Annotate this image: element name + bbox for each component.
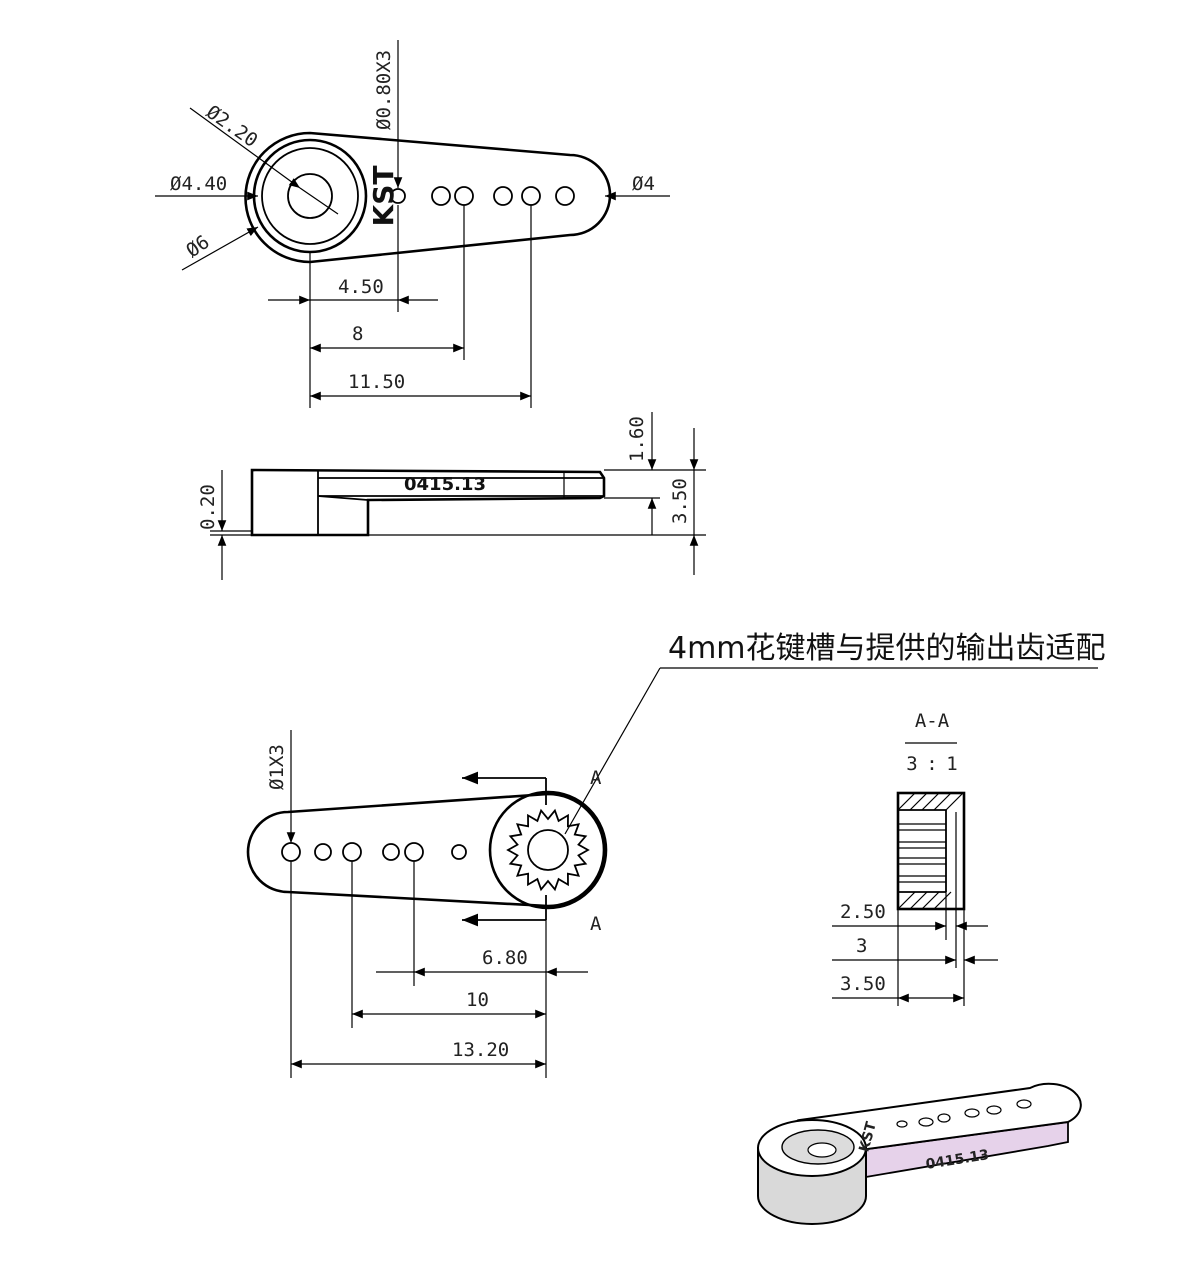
section-label-top: A [590,767,602,789]
bottom-hole-4 [382,843,400,861]
section-title: A-A [915,710,950,732]
dim-dia-4: Ø4 [632,173,655,195]
leader-dia-6 [181,226,259,271]
dim-dia-6: Ø6 [182,231,213,262]
dim-3: 3 [856,935,867,957]
section-hatch-top [897,792,964,811]
iso-brand-text: KST [856,1120,879,1154]
bottom-hole-2 [314,843,332,861]
iso-hole-4 [964,1108,980,1118]
bottom-hole-3 [342,842,362,862]
top-hole-5 [521,186,541,206]
leader-dia-2-20-b [299,187,339,215]
section-label-bottom: A [590,913,602,935]
bottom-spline [506,808,590,892]
dim-dia-4-40: Ø4.40 [170,173,227,195]
side-chamfer [317,495,369,501]
top-hole-2 [431,186,451,206]
bottom-hub-bore [527,829,569,871]
dim-0-20: 0.20 [197,484,219,530]
bottom-arm-outline [246,792,606,908]
top-hole-3 [454,186,474,206]
iso-hole-3 [937,1113,951,1123]
section-scale-sep: : [926,753,937,775]
bottom-hub-outer [488,790,608,910]
dim-6-80: 6.80 [482,947,528,969]
dim-3-50-sec: 3.50 [840,973,886,995]
dim-8: 8 [352,323,363,345]
side-outline [250,468,606,537]
iso-hole-5 [986,1105,1002,1115]
section-scale-left: 3 [906,753,917,775]
bottom-hole-5 [404,842,424,862]
section-hatch-bottom [897,891,952,910]
bottom-view: 4mm花键槽与提供的输出齿适配 A A Ø1X3 6.80 [246,631,1106,1078]
top-hub-outer [252,138,368,254]
iso-hole-6 [1016,1099,1032,1109]
side-part-number: 0415.13 [404,474,486,495]
dim-4-50: 4.50 [338,276,384,298]
iso-hole-1 [896,1120,908,1128]
side-view: 0415.13 0.20 1.60 3.50 [197,412,706,580]
dim-13-20: 13.20 [452,1039,509,1061]
dim-3-50-side: 3.50 [669,478,691,524]
bottom-hole-6 [451,844,467,860]
section-view: A-A 3 : 1 [832,710,998,1006]
dim-2-50: 2.50 [840,901,886,923]
top-hole-4 [493,186,513,206]
spline-note: 4mm花键槽与提供的输出齿适配 [668,631,1106,666]
iso-hole-2 [918,1117,934,1127]
top-hole-1 [390,188,406,204]
top-hole-6 [555,186,575,206]
dim-dia-1x3: Ø1X3 [266,744,288,790]
section-scale-right: 1 [946,753,957,775]
leader-dia-2-20 [189,107,301,189]
iso-hub-bore [807,1142,837,1158]
section-spline-ribs [898,823,946,883]
section-body [896,791,966,911]
top-hub-bore [287,173,333,219]
top-brand-text: KST [367,166,400,227]
isometric-view: KST 0415.13 [757,1082,1082,1225]
dim-10: 10 [466,989,489,1011]
dim-11-50: 11.50 [348,371,405,393]
top-view: KST Ø2.20 Ø0.80X3 Ø4.40 Ø6 Ø4 4.50 8 11 [155,40,670,408]
note-leader [564,667,661,835]
dim-dia-0-80x3: Ø0.80X3 [373,50,395,130]
bottom-hole-1 [281,842,301,862]
top-arm-outline [244,131,612,264]
dim-1-60: 1.60 [626,416,648,462]
dim-dia-2-20: Ø2.20 [202,101,261,152]
top-hub-inner [261,147,359,245]
